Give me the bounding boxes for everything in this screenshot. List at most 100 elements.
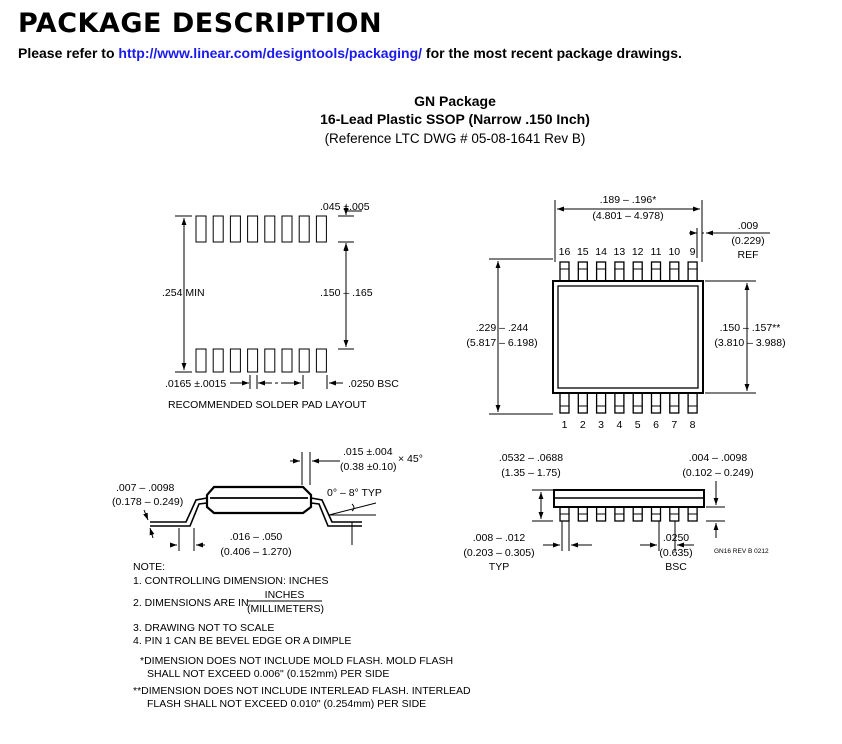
- refer-line: Please refer to http://www.linear.com/de…: [18, 45, 682, 61]
- top-view: [489, 200, 770, 415]
- note-heading: NOTE:: [133, 561, 166, 573]
- rev-code: GN16 REV B 0212: [714, 548, 769, 555]
- dim-lead-w-mm: (0.203 – 0.305): [463, 547, 534, 559]
- lead: [669, 392, 680, 414]
- dim-ref-mm: (0.229): [731, 235, 764, 247]
- pin-label: 11: [651, 246, 662, 258]
- pin-label: 15: [577, 246, 589, 258]
- side-view-right: [532, 481, 725, 551]
- note-1: 1. CONTROLLING DIMENSION: INCHES: [133, 575, 329, 587]
- dim-pad-width2: .0165 ±.0015: [165, 378, 226, 390]
- pin-label: 9: [690, 246, 696, 258]
- lead: [559, 261, 570, 282]
- solder-pad: [247, 348, 259, 373]
- dim-angle: 0° – 8° TYP: [327, 487, 382, 499]
- solder-pad: [195, 348, 207, 373]
- dim-height-mm: (1.35 – 1.75): [501, 467, 561, 479]
- dim-row-spacing: .150 – .165: [320, 287, 373, 299]
- dim-ref-label: REF: [738, 249, 759, 261]
- lead: [577, 392, 588, 414]
- dim-chamfer-mm: (0.38 ±0.10): [340, 461, 397, 473]
- solder-pad: [264, 215, 276, 243]
- dim-foot-in: .016 – .050: [230, 531, 283, 543]
- dim-chamfer-in: .015 ±.004: [343, 446, 393, 458]
- pin-label: 2: [580, 419, 586, 431]
- solder-pad: [298, 348, 310, 373]
- note-4: 4. PIN 1 CAN BE BEVEL EDGE OR A DIMPLE: [133, 635, 352, 647]
- solder-pad-caption: RECOMMENDED SOLDER PAD LAYOUT: [168, 399, 367, 411]
- pin-label: 6: [653, 419, 659, 431]
- lead: [650, 261, 662, 282]
- solder-pad: [281, 348, 293, 373]
- pin-label: 4: [616, 419, 622, 431]
- dim-height-in: .0532 – .0688: [499, 452, 563, 464]
- lead: [632, 261, 643, 282]
- pin-label: 3: [598, 419, 604, 431]
- lead: [687, 392, 698, 414]
- solder-pad: [212, 348, 224, 373]
- dim-standoff-in: .004 – .0098: [689, 452, 748, 464]
- pin-label: 1: [562, 419, 568, 431]
- dim-length-mm: (4.801 – 4.978): [592, 210, 663, 222]
- dim-pitch-label: BSC: [665, 561, 687, 573]
- dim-ref-in: .009: [738, 220, 759, 232]
- dim-pitch-mm: (0.635): [659, 547, 692, 559]
- solder-pad-layout: [175, 205, 362, 389]
- lead: [687, 261, 698, 282]
- dim-foot-mm: (0.406 – 1.270): [220, 546, 291, 558]
- lead: [577, 261, 588, 282]
- dim-lead-thk-mm: (0.178 – 0.249): [112, 496, 183, 508]
- solder-pad: [264, 348, 276, 373]
- refer-prefix: Please refer to: [18, 45, 119, 61]
- dim-pitch-in: .0250: [663, 532, 689, 544]
- dim-lead-thk-in: .007 – .0098: [116, 482, 175, 494]
- solder-pad: [247, 215, 259, 243]
- dim-pad-width: .045 ±.005: [320, 201, 370, 213]
- note-3: 3. DRAWING NOT TO SCALE: [133, 622, 275, 634]
- note-star-2b: FLASH SHALL NOT EXCEED 0.010" (0.254mm) …: [147, 698, 427, 710]
- solder-pad: [298, 215, 310, 243]
- lead: [669, 261, 680, 282]
- dim-chamfer-angle: × 45°: [398, 453, 423, 465]
- dim-pitch: .0250 BSC: [348, 378, 399, 390]
- dim-overall-mm: (5.817 – 6.198): [466, 337, 537, 349]
- pin-label: 7: [671, 419, 677, 431]
- dim-min: .254 MIN: [162, 287, 205, 299]
- lead: [614, 261, 625, 282]
- note-2-prefix: 2. DIMENSIONS ARE IN: [133, 597, 249, 609]
- lead: [632, 392, 643, 414]
- refer-suffix: for the most recent package drawings.: [422, 45, 682, 61]
- solder-pad: [315, 215, 327, 243]
- package-reference: (Reference LTC DWG # 05-08-1641 Rev B): [324, 131, 586, 146]
- note-star-1b: SHALL NOT EXCEED 0.006" (0.152mm) PER SI…: [147, 668, 390, 680]
- pin-label: 5: [635, 419, 641, 431]
- solder-pad: [229, 348, 241, 373]
- dim-lead-w-in: .008 – .012: [473, 532, 526, 544]
- pin-label: 8: [690, 419, 696, 431]
- pin-label: 16: [559, 246, 571, 258]
- pin-label: 12: [632, 246, 644, 258]
- packaging-link[interactable]: http://www.linear.com/designtools/packag…: [118, 45, 423, 61]
- dim-standoff-mm: (0.102 – 0.249): [682, 467, 753, 479]
- lead: [650, 392, 662, 414]
- note-2-denominator: (MILLIMETERS): [247, 603, 325, 615]
- solder-pad: [212, 215, 224, 243]
- package-subtitle: 16-Lead Plastic SSOP (Narrow .150 Inch): [320, 111, 590, 127]
- lead: [595, 392, 607, 414]
- dim-body-mm: (3.810 – 3.988): [714, 337, 785, 349]
- solder-pad: [281, 215, 293, 243]
- page-title: PACKAGE DESCRIPTION: [18, 8, 383, 39]
- pin-label: 14: [595, 246, 607, 258]
- solder-pad: [229, 215, 241, 243]
- lead: [614, 392, 625, 414]
- lead: [595, 261, 607, 282]
- dim-overall-in: .229 – .244: [476, 322, 529, 334]
- dim-body-in: .150 – .157**: [720, 322, 781, 334]
- solder-pad: [315, 348, 327, 373]
- side-view-left: [143, 452, 377, 551]
- pin-label: 10: [668, 246, 680, 258]
- package-name: GN Package: [414, 93, 496, 109]
- solder-pad: [195, 215, 207, 243]
- dim-length-in: .189 – .196*: [600, 194, 657, 206]
